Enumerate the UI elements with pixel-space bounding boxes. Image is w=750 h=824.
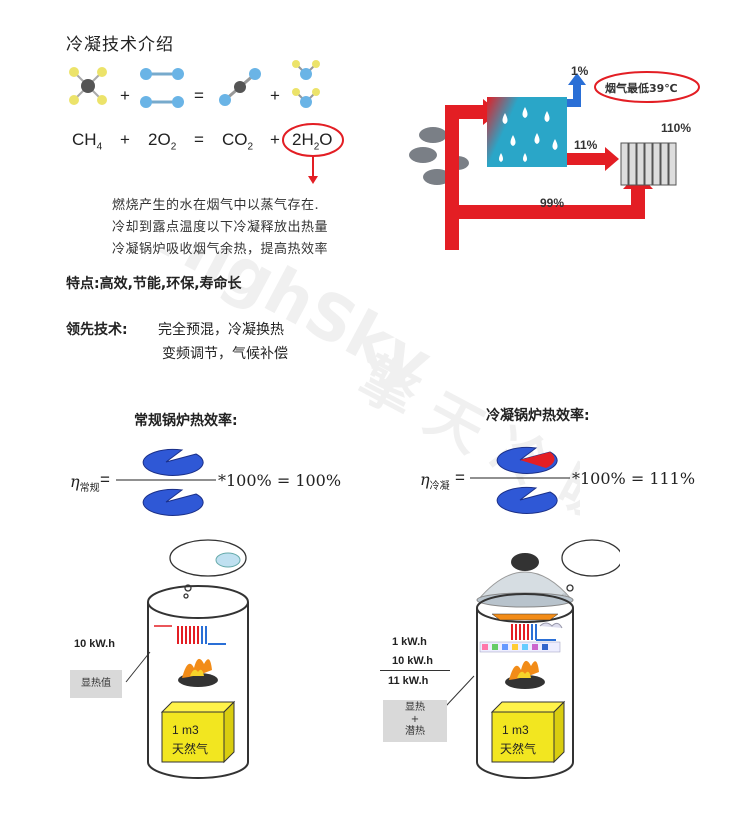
condensing-boiler-diagram bbox=[476, 539, 620, 779]
features-line: 特点:高效,节能,环保,寿命长 bbox=[66, 276, 242, 292]
methane-molecule-icon bbox=[69, 67, 107, 105]
gas-volume: 1 m3 bbox=[172, 723, 199, 737]
note-line: 冷却到露点温度以下冷凝释放出热量 bbox=[112, 220, 329, 235]
oxygen-molecules-icon bbox=[140, 68, 184, 108]
heat-exchanger-icon bbox=[487, 97, 567, 167]
energy-sensible: 10 kW.h bbox=[392, 655, 433, 667]
energy-latent: 1 kW.h bbox=[392, 636, 427, 648]
tech-label: 领先技术: bbox=[66, 322, 128, 338]
note-line: 燃烧产生的水在烟气中以蒸气存在. bbox=[112, 198, 320, 213]
heat-coil-icon bbox=[511, 622, 563, 641]
box-line: + bbox=[410, 714, 420, 725]
thought-cloud-icon bbox=[561, 539, 620, 599]
flow-pct-bottom: 99% bbox=[540, 196, 565, 210]
condensation-notes: 燃烧产生的水在烟气中以蒸气存在. 冷却到露点温度以下冷凝释放出热量 冷凝锅炉吸收… bbox=[112, 195, 328, 261]
conventional-boiler-diagram bbox=[147, 539, 249, 779]
heat-flow-diagram bbox=[409, 71, 700, 250]
formula-plus: + bbox=[120, 130, 130, 149]
sensible-heat-box: 显热值 bbox=[70, 670, 122, 698]
cloud-icon bbox=[409, 127, 469, 185]
flame-icon bbox=[178, 658, 218, 687]
energy-total: 11 kW.h bbox=[388, 675, 429, 687]
formula-o2: 2O2 bbox=[148, 130, 177, 153]
equals-sign: = bbox=[194, 86, 204, 105]
formula-equals: = bbox=[194, 130, 204, 149]
watermark: HighSky 擎 天 冷 暖 bbox=[145, 250, 580, 537]
formula-plus: + bbox=[270, 130, 280, 149]
flow-pct-top: 1% bbox=[571, 64, 589, 78]
heat-coil-icon bbox=[154, 625, 226, 645]
formula-ch4: CH4 bbox=[72, 130, 103, 153]
highlight-circle-icon bbox=[282, 123, 344, 184]
condensing-heading: 冷凝锅炉热效率: bbox=[486, 408, 590, 424]
flow-pct-total: 110% bbox=[661, 121, 692, 135]
formula-co2: CO2 bbox=[222, 130, 254, 153]
sensible-latent-box: 显热 + 潜热 bbox=[383, 700, 447, 742]
efficiency-pie-icons bbox=[116, 448, 216, 516]
tech-line-1: 完全预混，冷凝换热 bbox=[158, 322, 284, 338]
plus-sign: + bbox=[270, 86, 280, 105]
eta-symbol: η常规 bbox=[70, 472, 100, 495]
gas-volume: 1 m3 bbox=[502, 723, 529, 737]
box-line: 潜热 bbox=[405, 726, 425, 737]
note-line: 冷凝锅炉吸收烟气余热，提高热效率 bbox=[112, 242, 329, 257]
gas-name: 天然气 bbox=[500, 742, 537, 756]
gas-box-icon bbox=[490, 700, 566, 764]
molecule-diagram bbox=[69, 60, 320, 108]
sum-divider bbox=[380, 670, 450, 671]
thought-cloud-icon bbox=[169, 539, 247, 599]
pointer-line bbox=[125, 651, 151, 683]
flame-icon bbox=[505, 660, 545, 689]
co2-molecule-icon bbox=[219, 68, 261, 106]
formula-equals: = bbox=[455, 468, 465, 487]
condensing-formula: *100% = 111% bbox=[572, 469, 696, 488]
conventional-formula: *100% = 100% bbox=[218, 471, 342, 490]
eta-symbol: η冷凝 bbox=[420, 470, 450, 493]
flue-temp-label: 烟气最低39℃ bbox=[605, 82, 678, 95]
efficiency-pie-icons bbox=[470, 446, 570, 514]
formula-h2o: 2H2O bbox=[292, 130, 333, 153]
water-molecules-icon bbox=[292, 60, 320, 108]
radiator-icon bbox=[620, 142, 677, 186]
flow-pct-mid: 11% bbox=[574, 138, 598, 152]
gas-name: 天然气 bbox=[172, 742, 209, 756]
page-title: 冷凝技术介绍 bbox=[66, 35, 174, 55]
pointer-line bbox=[445, 675, 475, 707]
plus-sign: + bbox=[120, 86, 130, 105]
box-line: 显热 bbox=[405, 702, 425, 713]
formula-equals: = bbox=[100, 470, 110, 489]
gas-box-icon bbox=[160, 700, 236, 764]
energy-value: 10 kW.h bbox=[74, 638, 115, 650]
tech-line-2: 变频调节，气候补偿 bbox=[162, 346, 288, 362]
conventional-heading: 常规锅炉热效率: bbox=[134, 413, 238, 429]
